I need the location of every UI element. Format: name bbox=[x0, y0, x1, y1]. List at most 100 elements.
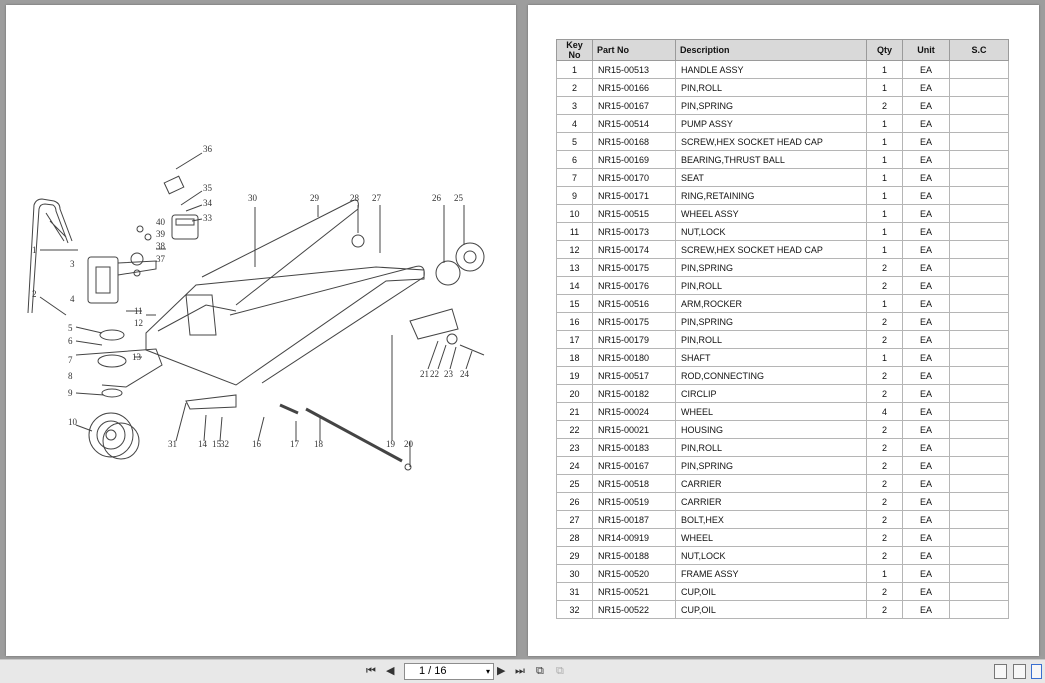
cell-part-no: NR15-00187 bbox=[592, 510, 676, 529]
cell-unit: EA bbox=[902, 114, 950, 133]
cell-key-no: 17 bbox=[556, 330, 593, 349]
callout-13: 13 bbox=[132, 352, 142, 362]
cell-key-no: 31 bbox=[556, 582, 593, 601]
cell-qty: 1 bbox=[866, 294, 903, 313]
cell-key-no: 7 bbox=[556, 168, 593, 187]
two-page-view-icon[interactable] bbox=[1031, 664, 1042, 679]
cell-description: ARM,ROCKER bbox=[675, 294, 867, 313]
dropdown-arrow-icon: ▾ bbox=[485, 667, 490, 676]
cell-qty: 2 bbox=[866, 582, 903, 601]
cell-sc bbox=[949, 96, 1009, 115]
cell-part-no: NR14-00919 bbox=[592, 528, 676, 547]
copy-page-icon[interactable]: ⧉ bbox=[556, 665, 564, 677]
cell-unit: EA bbox=[902, 528, 950, 547]
header-qty: Qty bbox=[866, 39, 903, 61]
callout-17: 17 bbox=[290, 439, 300, 449]
prev-page-icon[interactable]: ◀ bbox=[386, 665, 395, 677]
cell-key-no: 6 bbox=[556, 150, 593, 169]
cell-description: RING,RETAINING bbox=[675, 186, 867, 205]
next-page-icon[interactable]: ▶ bbox=[497, 665, 506, 677]
cell-description: SHAFT bbox=[675, 348, 867, 367]
cell-qty: 2 bbox=[866, 312, 903, 331]
single-page-view-icon[interactable] bbox=[994, 664, 1007, 679]
cell-description: PUMP ASSY bbox=[675, 114, 867, 133]
cell-sc bbox=[949, 294, 1009, 313]
callout-28: 28 bbox=[350, 193, 360, 203]
cell-unit: EA bbox=[902, 240, 950, 259]
fit-page-icon[interactable]: ⧉ bbox=[536, 665, 544, 677]
last-page-icon[interactable]: ⏭ bbox=[515, 665, 525, 677]
cell-sc bbox=[949, 492, 1009, 511]
cell-part-no: NR15-00173 bbox=[592, 222, 676, 241]
cell-unit: EA bbox=[902, 96, 950, 115]
cell-key-no: 11 bbox=[556, 222, 593, 241]
cell-part-no: NR15-00179 bbox=[592, 330, 676, 349]
cell-unit: EA bbox=[902, 402, 950, 421]
cell-sc bbox=[949, 186, 1009, 205]
callout-15: 15 bbox=[212, 439, 222, 449]
cell-sc bbox=[949, 456, 1009, 475]
cell-unit: EA bbox=[902, 510, 950, 529]
cell-description: PIN,ROLL bbox=[675, 330, 867, 349]
cell-sc bbox=[949, 312, 1009, 331]
cell-part-no: NR15-00188 bbox=[592, 546, 676, 565]
cell-description: NUT,LOCK bbox=[675, 546, 867, 565]
cell-description: PIN,ROLL bbox=[675, 276, 867, 295]
cell-part-no: NR15-00169 bbox=[592, 150, 676, 169]
continuous-view-icon[interactable] bbox=[1013, 664, 1026, 679]
cell-part-no: NR15-00168 bbox=[592, 132, 676, 151]
header-sc: S.C bbox=[949, 39, 1009, 61]
cell-qty: 1 bbox=[866, 240, 903, 259]
cell-qty: 2 bbox=[866, 474, 903, 493]
cell-unit: EA bbox=[902, 582, 950, 601]
cell-unit: EA bbox=[902, 348, 950, 367]
cell-description: BOLT,HEX bbox=[675, 510, 867, 529]
cell-part-no: NR15-00515 bbox=[592, 204, 676, 223]
cell-qty: 2 bbox=[866, 384, 903, 403]
cell-unit: EA bbox=[902, 168, 950, 187]
cell-unit: EA bbox=[902, 204, 950, 223]
callout-2: 2 bbox=[32, 289, 37, 299]
cell-part-no: NR15-00167 bbox=[592, 96, 676, 115]
cell-sc bbox=[949, 114, 1009, 133]
callout-34: 34 bbox=[203, 198, 213, 208]
cell-part-no: NR15-00024 bbox=[592, 402, 676, 421]
callout-19: 19 bbox=[386, 439, 396, 449]
cell-part-no: NR15-00021 bbox=[592, 420, 676, 439]
cell-qty: 4 bbox=[866, 402, 903, 421]
cell-part-no: NR15-00176 bbox=[592, 276, 676, 295]
cell-description: PIN,SPRING bbox=[675, 96, 867, 115]
cell-unit: EA bbox=[902, 132, 950, 151]
cell-part-no: NR15-00517 bbox=[592, 366, 676, 385]
cell-unit: EA bbox=[902, 222, 950, 241]
cell-sc bbox=[949, 366, 1009, 385]
cell-key-no: 3 bbox=[556, 96, 593, 115]
cell-description: PIN,SPRING bbox=[675, 312, 867, 331]
cell-unit: EA bbox=[902, 564, 950, 583]
cell-sc bbox=[949, 564, 1009, 583]
cell-sc bbox=[949, 168, 1009, 187]
cell-key-no: 32 bbox=[556, 600, 593, 619]
cell-sc bbox=[949, 204, 1009, 223]
callout-30: 30 bbox=[248, 193, 258, 203]
first-page-icon[interactable]: ⏮ bbox=[366, 665, 376, 677]
cell-description: PIN,SPRING bbox=[675, 456, 867, 475]
cell-sc bbox=[949, 150, 1009, 169]
callout-29: 29 bbox=[310, 193, 320, 203]
page-number-dropdown[interactable]: 1 / 16 ▾ bbox=[404, 663, 494, 680]
cell-key-no: 22 bbox=[556, 420, 593, 439]
cell-unit: EA bbox=[902, 276, 950, 295]
parts-list-page: Key No Part No Description Qty Unit S.C … bbox=[528, 5, 1039, 656]
header-part-no: Part No bbox=[592, 39, 676, 61]
cell-part-no: NR15-00518 bbox=[592, 474, 676, 493]
cell-key-no: 15 bbox=[556, 294, 593, 313]
